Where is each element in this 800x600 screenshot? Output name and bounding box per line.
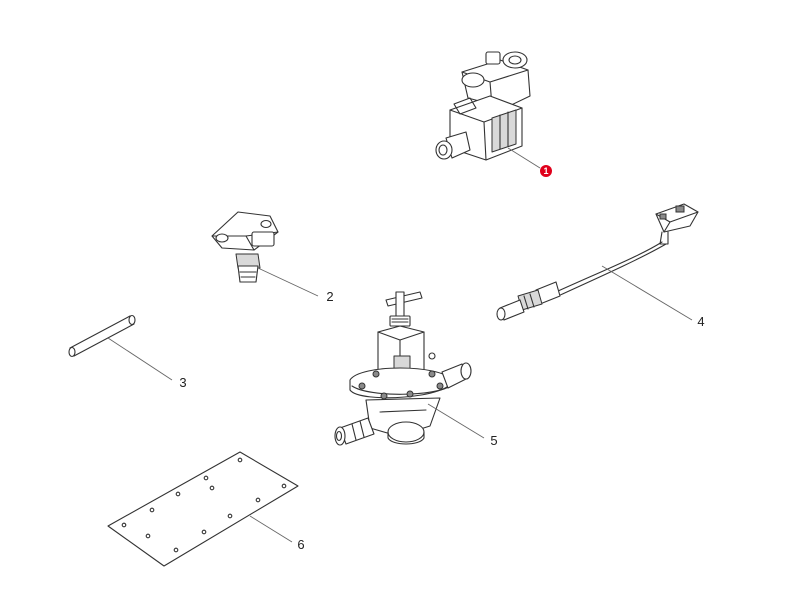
- callout-1-label: 1: [543, 166, 548, 176]
- part-3-pin[interactable]: [68, 314, 136, 358]
- part-6-gasket-plate[interactable]: [107, 451, 299, 567]
- part-2-sensor[interactable]: [211, 211, 279, 283]
- callout-3-label[interactable]: 3: [179, 375, 186, 390]
- leader-line-1: [507, 147, 541, 169]
- callout-5-label[interactable]: 5: [490, 433, 497, 448]
- callout-2-label[interactable]: 2: [326, 289, 333, 304]
- leader-line-4: [601, 265, 693, 321]
- leader-line-5: [427, 403, 485, 439]
- leader-line-6: [249, 515, 293, 543]
- highlight-marker: [540, 165, 552, 177]
- leader-line-2: [257, 267, 319, 297]
- callout-1[interactable]: 1: [540, 165, 552, 177]
- leader-line-3: [107, 337, 173, 381]
- part-1-solenoid-valve[interactable]: [435, 51, 531, 161]
- part-4-oxygen-sensor[interactable]: [496, 203, 699, 321]
- callout-6-label[interactable]: 6: [297, 537, 304, 552]
- callout-4-label[interactable]: 4: [697, 314, 704, 329]
- part-5-pressure-regulator[interactable]: [334, 291, 472, 446]
